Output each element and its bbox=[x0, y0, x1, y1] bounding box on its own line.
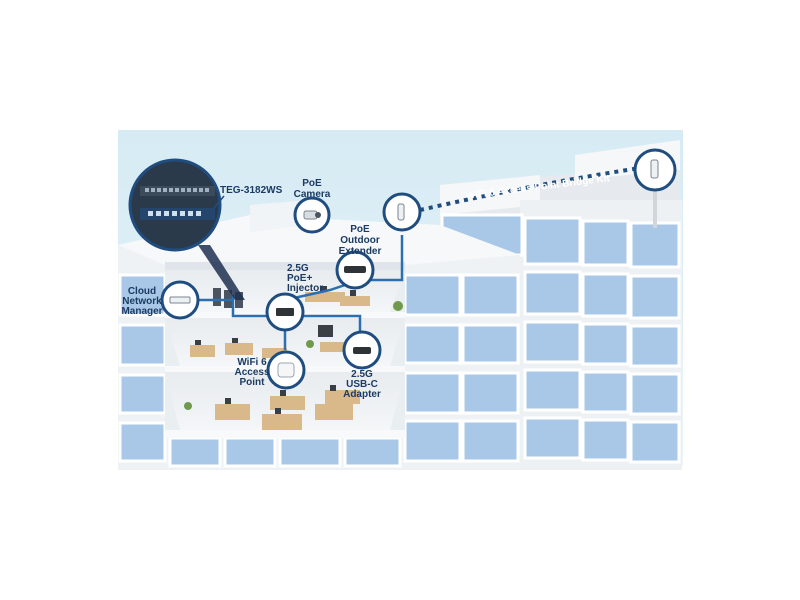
outdoor-extender-device bbox=[382, 192, 422, 232]
label-switch: TEG-3182WS bbox=[220, 185, 283, 196]
label-usb-3: Adapter bbox=[343, 389, 381, 400]
poe-injector-icon bbox=[344, 266, 366, 273]
label-outdoor-3: Extender bbox=[339, 246, 382, 257]
wifi-access-point-device bbox=[266, 350, 306, 390]
poe-camera-device bbox=[293, 196, 331, 234]
label-usb-1: 2.5G bbox=[351, 369, 373, 380]
usb-adapter-icon bbox=[353, 347, 371, 354]
label-cloud-3: Manager bbox=[121, 306, 162, 317]
cloud-manager-device bbox=[160, 280, 200, 320]
center-switch-device bbox=[265, 292, 305, 332]
access-point-icon bbox=[277, 362, 295, 378]
label-wifi-3: Point bbox=[240, 377, 266, 388]
label-camera-1: PoE bbox=[302, 178, 322, 189]
label-usb-2: USB-C bbox=[346, 379, 378, 390]
label-outdoor-1: PoE bbox=[350, 224, 370, 235]
label-camera-2: Camera bbox=[294, 189, 331, 200]
label-cloud-2: Network bbox=[122, 296, 162, 307]
label-cloud-1: Cloud bbox=[128, 286, 156, 297]
outdoor-extender-icon bbox=[397, 203, 405, 221]
usb-adapter-device bbox=[342, 330, 382, 370]
label-injector-2: PoE+ bbox=[287, 273, 312, 284]
label-wifi-2: Access bbox=[234, 367, 269, 378]
cloud-manager-icon bbox=[169, 296, 191, 304]
poe-injector-device bbox=[335, 250, 375, 290]
bridge-link bbox=[419, 166, 641, 212]
bridge-kit-device bbox=[633, 148, 677, 192]
label-injector-3: Injector bbox=[287, 283, 323, 294]
label-outdoor-2: Outdoor bbox=[340, 235, 380, 246]
switch-callout bbox=[128, 158, 245, 300]
label-wifi-1: WiFi 6 bbox=[237, 357, 267, 368]
label-injector-1: 2.5G bbox=[287, 263, 309, 274]
access-point-bridge-icon bbox=[650, 159, 659, 179]
camera-icon bbox=[303, 210, 321, 220]
